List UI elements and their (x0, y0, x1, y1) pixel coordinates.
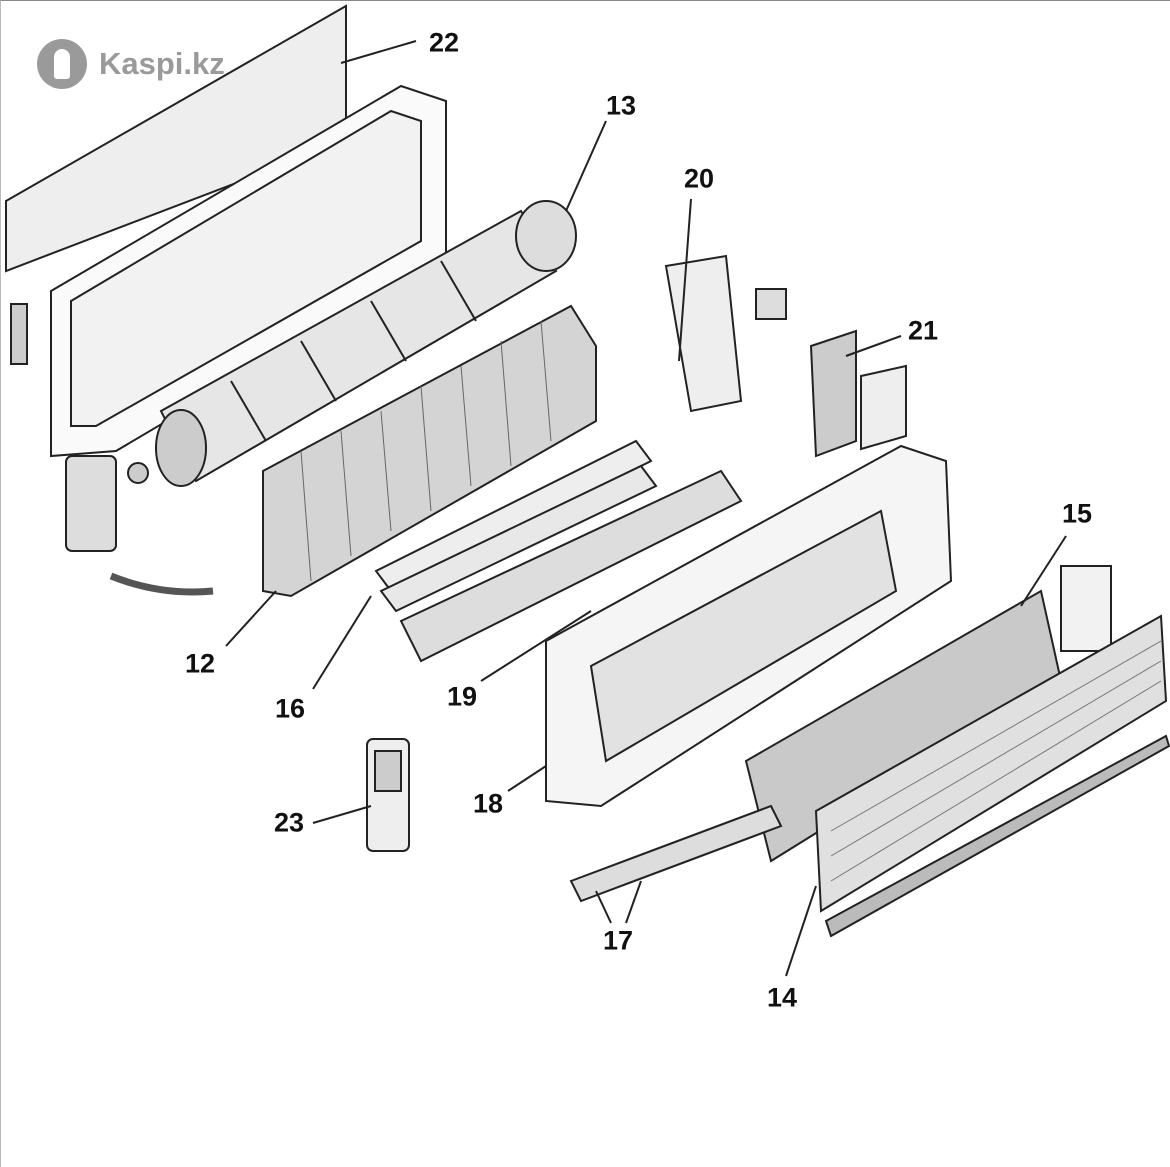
label-20: 20 (683, 163, 715, 194)
part-flaps (569, 804, 783, 903)
part-drain-pan (399, 469, 743, 663)
kaspi-logo-icon (37, 39, 87, 89)
part-front-cover (545, 444, 953, 808)
label-21: 21 (907, 315, 939, 346)
part-evaporator-coil (262, 304, 597, 598)
label-13: 13 (605, 90, 637, 121)
label-16: 16 (274, 693, 306, 724)
part-louvers (374, 439, 658, 613)
kaspi-watermark: Kaspi.kz (37, 39, 225, 89)
label-12: 12 (184, 648, 216, 679)
watermark-text: Kaspi.kz (99, 46, 225, 81)
label-18: 18 (472, 788, 504, 819)
label-15: 15 (1061, 498, 1093, 529)
part-front-grille (814, 614, 1170, 938)
label-14: 14 (766, 982, 798, 1013)
label-22: 22 (428, 27, 460, 58)
part-blower-fan (127, 200, 577, 487)
part-control-board (809, 329, 857, 458)
label-19: 19 (446, 681, 478, 712)
part-motor-bracket (664, 254, 743, 413)
part-chassis (10, 84, 447, 596)
label-23: 23 (273, 807, 305, 838)
label-17: 17 (602, 925, 634, 956)
part-remote (366, 738, 410, 852)
leader-lines (225, 40, 1067, 977)
